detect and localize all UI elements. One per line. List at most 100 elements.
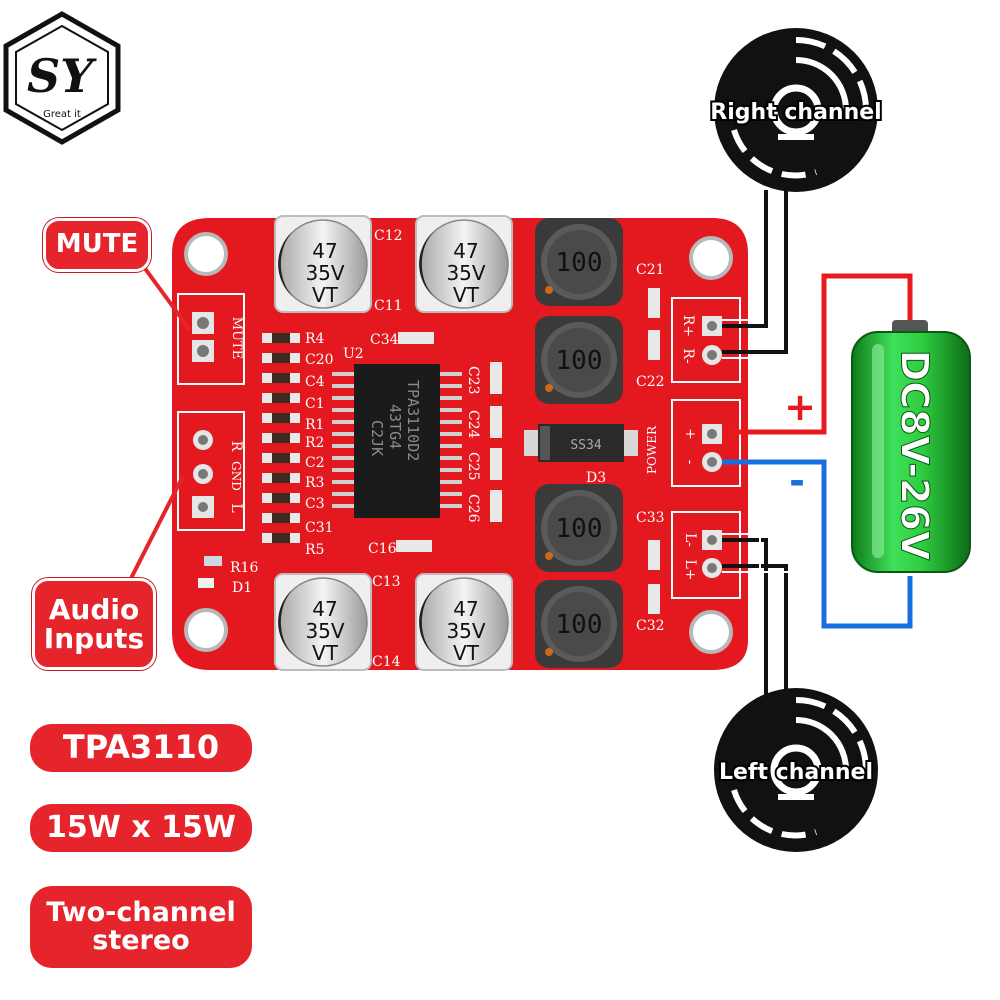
speaker-right: Right channel [708,28,884,192]
silk-c31: C31 [305,520,334,536]
silk-c13: C13 [372,574,401,590]
diode-ss34: SS34 [524,424,638,462]
capacitor-series: VT [312,283,339,307]
diode-marking: SS34 [570,438,601,453]
silk-c20: C20 [305,352,334,368]
capacitor: 47 35V VT [415,573,513,671]
silk-r: R [228,441,244,452]
capacitor-series: VT [312,641,339,665]
logo-mark: SY [27,49,97,103]
mounting-hole [184,608,228,652]
capacitor-series: VT [453,641,480,665]
silk-c16: C16 [368,541,397,557]
silk-l: L [228,503,244,512]
silk-c25: C25 [465,452,481,481]
pcb-board: MUTE R GND L 47 35V VT 47 35V VT 47 35V … [172,215,748,671]
silk-c14: C14 [372,654,401,670]
capacitor-voltage: 35V [305,619,344,643]
silk-mute: MUTE [229,317,244,359]
silk-r1: R1 [305,417,324,433]
mute-callout-label: MUTE [55,229,139,260]
tpa3110-chip: TPA3110D2 43TG4 C2JK [332,364,462,518]
capacitor-voltage: 35V [305,261,344,285]
capacitor-series: VT [453,283,480,307]
silk-r-plus: R+ [680,315,696,337]
silk-c21: C21 [636,262,665,278]
negative-wire [722,459,913,629]
inductor: 100 [535,316,623,404]
silk-u2: U2 [343,346,364,362]
silk-r2: R2 [305,435,324,451]
inductor-value: 100 [556,346,603,376]
capacitor: 47 35V VT [274,573,372,671]
battery-voltage: DC8V-26V [893,350,937,561]
stereo-line1: Two-channel [46,896,236,928]
mounting-hole [184,232,228,276]
silk-d1: D1 [232,580,252,596]
chip-marking: C2JK [368,420,386,456]
silk-c3: C3 [305,496,325,512]
capacitor: 47 35V VT [415,215,513,313]
silk-gnd: GND [229,461,243,491]
inductor: 100 [535,218,623,306]
silk-c22: C22 [636,374,665,390]
capacitor-value: 47 [312,597,337,621]
silk-r16: R16 [230,560,258,576]
capacitor: 47 35V VT [274,215,372,313]
silk-r4: R4 [305,331,325,347]
mounting-hole [689,610,733,654]
inductor-value: 100 [556,248,603,278]
inductor: 100 [535,580,623,668]
silk-c4: C4 [305,374,325,390]
chip-marking: TPA3110D2 [404,380,422,461]
speaker-wires [722,190,788,720]
logo-tagline: Great it [43,109,81,120]
inductor: 100 [535,484,623,572]
silk-d3: D3 [586,470,606,486]
silk-c24: C24 [465,410,481,439]
battery: DC8V-26V [851,320,971,573]
chip-model-text: TPA3110 [62,728,220,767]
capacitor-value: 47 [312,239,337,263]
stereo-badge: Two-channel stereo [30,886,252,968]
mounting-hole [689,236,733,280]
positive-sign: + [784,385,816,429]
speaker-left-label: Left channel [719,760,873,785]
power-rating-text: 15W x 15W [46,810,236,846]
inductor-value: 100 [556,514,603,544]
brand-logo: SY Great it [3,11,121,145]
silk-minus: - [682,460,698,465]
silk-c33: C33 [636,510,665,526]
silk-power: POWER [645,425,659,474]
stereo-line2: stereo [92,925,190,956]
silk-c2: C2 [305,455,325,471]
silk-r-minus: R- [680,348,696,364]
silk-c12: C12 [374,228,403,244]
mute-callout: MUTE [43,218,151,272]
silk-c34: C34 [370,332,399,348]
silk-plus: + [682,428,698,440]
chip-marking: 43TG4 [386,404,404,449]
silk-l-minus: L- [682,533,698,547]
capacitor-voltage: 35V [446,619,485,643]
chip-model-badge: TPA3110 [30,724,252,772]
capacitor-voltage: 35V [446,261,485,285]
capacitor-value: 47 [453,239,478,263]
audio-inputs-callout: Audio Inputs [32,578,156,670]
silk-c23: C23 [465,366,481,395]
silk-c26: C26 [465,494,481,523]
negative-sign: - [789,459,805,503]
capacitor-value: 47 [453,597,478,621]
silk-c11: C11 [374,298,403,314]
silk-r5: R5 [305,542,324,558]
silk-c32: C32 [636,618,665,634]
positive-wire [722,273,913,435]
inductor-value: 100 [556,610,603,640]
speaker-left: Left channel [714,688,878,852]
audio-inputs-line2: Inputs [43,622,145,655]
silk-l-plus: L+ [682,559,698,580]
audio-inputs-line1: Audio [48,592,140,626]
speaker-right-label: Right channel [710,100,881,125]
silk-c1: C1 [305,396,325,412]
